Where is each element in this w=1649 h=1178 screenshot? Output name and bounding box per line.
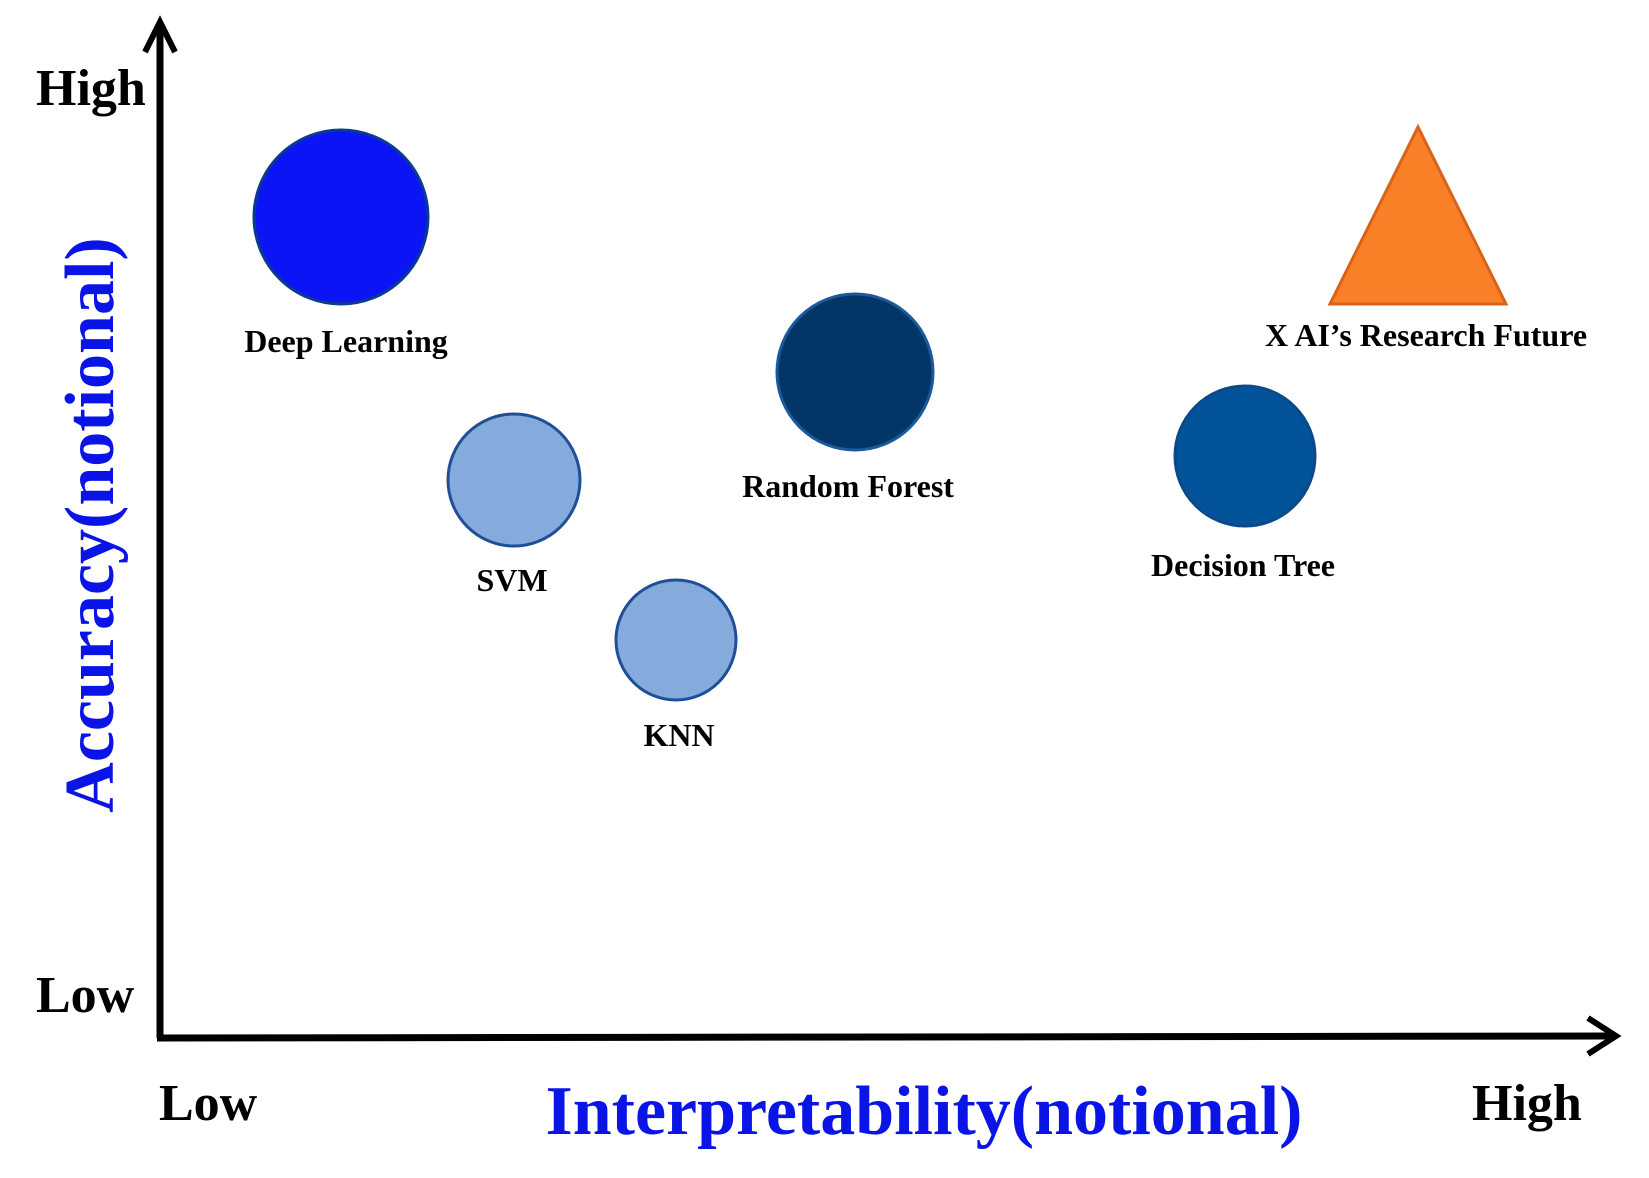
- random-forest-circle: [775, 292, 935, 452]
- y-axis-title: Accuracy(notional): [52, 237, 129, 812]
- item-decision-tree: Decision Tree: [1151, 384, 1335, 583]
- decision-tree-circle: [1173, 384, 1317, 528]
- xai-research-future-label: X AI’s Research Future: [1265, 317, 1587, 353]
- item-knn: KNN: [614, 578, 738, 753]
- x-axis-line: [156, 1032, 1615, 1042]
- y-axis-low-label: Low: [36, 967, 135, 1024]
- x-axis-title: Interpretability(notional): [545, 1073, 1302, 1150]
- svm-circle: [446, 412, 582, 548]
- deep-learning-circle: [252, 128, 430, 306]
- decision-tree-label: Decision Tree: [1151, 547, 1335, 583]
- x-axis-low-label: Low: [159, 1075, 258, 1132]
- x-axis-high-label: High: [1472, 1075, 1582, 1132]
- y-axis-arrowhead: [142, 15, 178, 54]
- knn-label: KNN: [643, 717, 714, 753]
- item-xai-research-future: X AI’s Research Future: [1265, 123, 1587, 353]
- axes: [142, 15, 1622, 1057]
- deep-learning-label: Deep Learning: [244, 323, 448, 359]
- item-deep-learning: Deep Learning: [244, 128, 448, 359]
- x-axis-arrowhead: [1586, 1015, 1622, 1057]
- xai-research-future-triangle: [1327, 123, 1509, 306]
- knn-circle: [614, 578, 738, 702]
- item-random-forest: Random Forest: [742, 292, 954, 504]
- item-svm: SVM: [446, 412, 582, 598]
- svm-label: SVM: [476, 562, 547, 598]
- random-forest-label: Random Forest: [742, 468, 954, 504]
- y-axis-high-label: High: [36, 60, 146, 117]
